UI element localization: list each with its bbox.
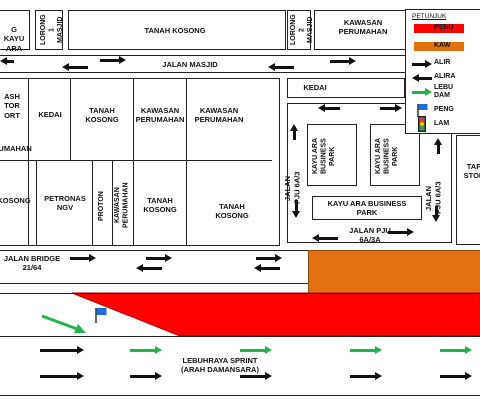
traffic-arrow — [0, 57, 14, 65]
label-kosong-left: KOSONG — [0, 196, 31, 205]
road-edge — [0, 283, 308, 284]
legend-label-kaw: KAW — [434, 42, 451, 49]
traffic-arrow — [240, 372, 272, 380]
area-kab2 — [370, 124, 420, 186]
legend: PETUNJUK PENU KAW ALIR ALIRA LEBU DAM PE… — [405, 9, 480, 134]
road-edge — [0, 293, 480, 294]
traffic-arrow — [268, 63, 294, 71]
traffic-arrow — [62, 63, 88, 71]
traffic-arrow — [292, 200, 300, 218]
road-label-jalan-masjid: JALAN MASJID — [162, 60, 218, 69]
road-label-lebuhraya: LEBUHRAYA SPRINT (ARAH DAMANSARA) — [181, 356, 259, 375]
traffic-arrow-green — [240, 346, 272, 354]
traffic-arrow-green — [440, 346, 472, 354]
traffic-arrow — [440, 372, 472, 380]
legend-label-alira: ALIRA — [434, 73, 456, 80]
area-tap-stor — [456, 135, 480, 245]
label-tanah-kosong-low: TANAH KOSONG — [143, 196, 177, 215]
divider — [92, 160, 93, 246]
traffic-light-icon — [418, 116, 426, 132]
traffic-arrow — [256, 254, 282, 262]
legend-title: PETUNJUK — [412, 13, 447, 20]
traffic-arrow — [254, 264, 280, 272]
label-kawasan-mid1: KAWASAN PERUMAHAN — [135, 106, 185, 125]
label-petronas: PETRONAS NGV — [44, 194, 86, 213]
legend-label-alir: ALIR — [434, 59, 451, 66]
traffic-arrow — [40, 346, 84, 354]
divider — [186, 78, 187, 246]
label-kedai-right: KEDAI — [303, 83, 327, 92]
label-kawasan-mid2: KAWASAN PERUMAHAN — [194, 106, 244, 125]
area-top-left — [0, 10, 30, 50]
label-kayu-ara-tl: G KAYU ARA — [3, 25, 25, 53]
traffic-arrow — [70, 254, 96, 262]
divider — [70, 78, 71, 160]
road-edge — [0, 55, 405, 56]
traffic-arrow — [432, 206, 440, 222]
road-edge — [0, 395, 480, 396]
road-edge — [0, 250, 308, 251]
legend-label-penu: PENU — [434, 24, 454, 31]
traffic-arrow — [380, 104, 402, 112]
area-kawasan-top — [314, 10, 410, 50]
traffic-arrow — [312, 234, 338, 242]
traffic-arrow — [40, 372, 84, 380]
area-mid-left — [0, 78, 280, 246]
road-label-pju-bottom: JALAN PJU 6A/3A — [349, 226, 391, 245]
traffic-arrow — [130, 372, 162, 380]
legend-arrow-right-black — [412, 60, 432, 68]
label-tap-stor: TAP STOR — [463, 162, 480, 181]
area-lorong-2 — [287, 10, 311, 50]
area-kab3 — [312, 196, 422, 220]
traffic-arrow — [146, 254, 172, 262]
divider — [36, 160, 37, 246]
area-kedai-right — [287, 78, 405, 98]
divider — [112, 160, 113, 246]
traffic-arrow-green — [130, 346, 162, 354]
label-kedai-left: KEDAI — [38, 110, 62, 119]
red-zone-shape — [71, 292, 480, 337]
label-tanah-kosong-right: TANAH KOSONG — [215, 202, 249, 221]
traffic-arrow — [434, 138, 442, 154]
divider — [28, 78, 29, 246]
traffic-arrow — [100, 56, 126, 64]
label-pruman: PRUMAHAN — [0, 144, 32, 153]
road-label-jalan-bridge: JALAN BRIDGE 21/64 — [3, 254, 61, 273]
traffic-arrow — [136, 264, 162, 272]
area-kab1 — [307, 124, 357, 186]
traffic-arrow — [330, 57, 356, 65]
traffic-arrow — [290, 124, 298, 140]
road-edge — [0, 72, 405, 73]
area-tanah-kosong-top — [68, 10, 286, 50]
label-ash-stor: ASH TOR ORT — [4, 92, 20, 120]
flag-icon — [417, 104, 428, 117]
traffic-arrow-green-diagonal — [41, 314, 86, 333]
flag-icon — [95, 308, 107, 323]
area-lorong-1 — [35, 10, 63, 50]
label-kab3: KAYU ARA BUSINESS PARK — [327, 199, 407, 218]
label-tanah-kosong-mid: TANAH KOSONG — [85, 106, 119, 125]
label-tanah-kosong-top: TANAH KOSONG — [144, 26, 206, 35]
legend-arrow-left-black — [412, 74, 432, 82]
legend-arrow-green — [412, 88, 432, 96]
road-edge — [0, 336, 480, 337]
legend-swatch-red — [414, 24, 464, 33]
legend-label-lam: LAM — [434, 120, 450, 127]
legend-swatch-orange — [414, 42, 464, 51]
traffic-arrow-green — [350, 346, 382, 354]
divider — [133, 78, 134, 246]
traffic-arrow — [350, 372, 382, 380]
traffic-arrow — [388, 228, 414, 236]
divider — [0, 160, 272, 161]
legend-label-lebu: LEBU DAM — [434, 84, 454, 100]
traffic-arrow — [318, 104, 340, 112]
label-kawasan-top: KAWASAN PERUMAHAN — [338, 18, 388, 37]
legend-label-peng: PENG — [434, 106, 454, 113]
